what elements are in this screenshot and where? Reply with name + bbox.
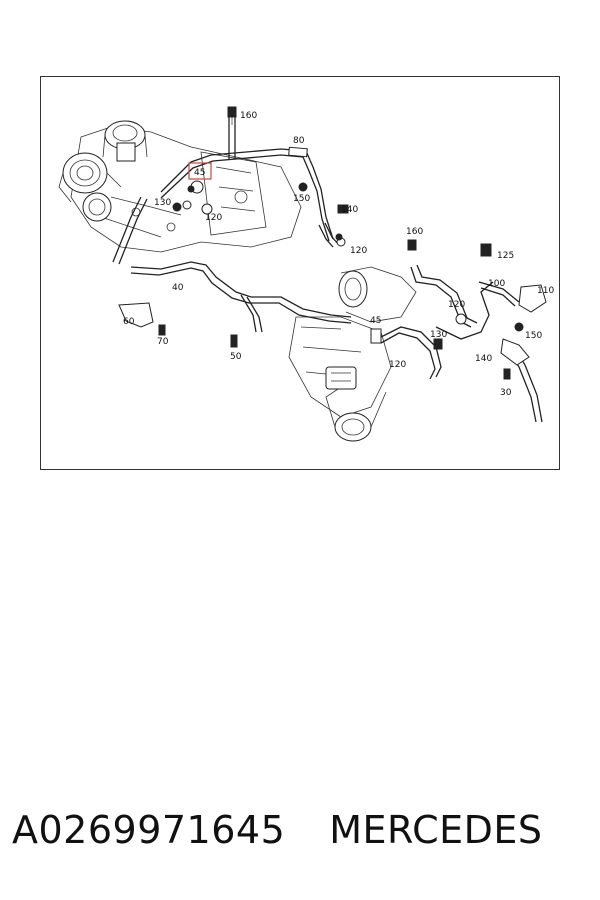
callout-label-highlighted: 45 (194, 168, 205, 178)
callout-label: 80 (293, 136, 305, 146)
highlight-box (188, 162, 212, 180)
callout-label: 120 (350, 246, 367, 256)
throttle-body-drawing (58, 152, 122, 222)
callout-label: 120 (389, 360, 406, 370)
callout-label: 120 (205, 213, 222, 223)
product-caption: A0269971645 MERCEDES (12, 805, 592, 855)
brand-name: MERCEDES (329, 808, 543, 852)
coolant-pipes (112, 117, 543, 423)
callout-label: 140 (341, 205, 358, 215)
callout-label: 150 (525, 331, 542, 341)
exploded-parts-diagram: 160 80 45 130 120 150 140 120 160 125 10… (58, 106, 554, 442)
callout-label: 50 (230, 352, 242, 362)
callout-label: 130 (154, 198, 171, 208)
callout-label: 40 (172, 283, 184, 293)
callout-label: 140 (475, 354, 492, 364)
turbocharger-drawing (288, 266, 417, 442)
callout-label: 30 (500, 388, 512, 398)
engine-block-drawing (70, 126, 302, 253)
callout-label: 45 (370, 316, 381, 326)
fasteners (118, 106, 547, 380)
callout-label: 60 (123, 317, 135, 327)
parts-diagram-frame: 160 80 45 130 120 150 140 120 160 125 10… (40, 76, 560, 470)
callout-label: 120 (448, 300, 465, 310)
callout-label: 130 (430, 330, 447, 340)
callout-label: 160 (240, 111, 257, 121)
callout-labels: 160 80 45 130 120 150 140 120 160 125 10… (123, 111, 554, 398)
callout-label: 70 (157, 337, 169, 347)
vacuum-actuator-drawing (102, 120, 148, 162)
callout-label: 160 (406, 227, 423, 237)
callout-label: 100 (488, 279, 505, 289)
callout-label: 150 (293, 194, 310, 204)
callout-label: 110 (537, 286, 554, 296)
callout-label: 125 (497, 251, 514, 261)
part-number: A0269971645 (12, 808, 286, 852)
